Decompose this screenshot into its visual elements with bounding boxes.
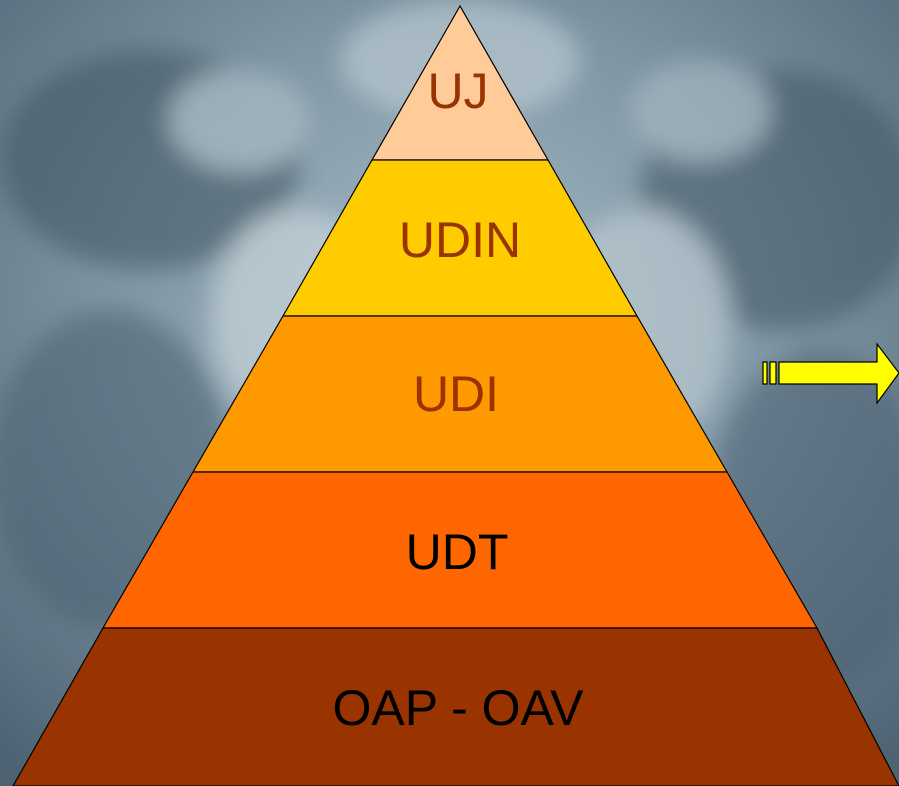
pyramid-level-5-shape <box>12 627 899 786</box>
arrow-body <box>778 342 899 405</box>
arrow-stripe-2 <box>769 361 777 385</box>
pyramid-level-4-label: UDT <box>406 524 509 580</box>
pyramid-level-5-label: OAP - OAV <box>332 680 584 736</box>
arrow-stripe-1 <box>762 361 768 385</box>
pyramid-level-3-label: UDI <box>413 366 499 422</box>
pyramid-level-1-label: UJ <box>427 63 488 119</box>
pyramid-level-2-label: UDIN <box>399 212 521 268</box>
striped-right-arrow-icon <box>762 342 899 405</box>
